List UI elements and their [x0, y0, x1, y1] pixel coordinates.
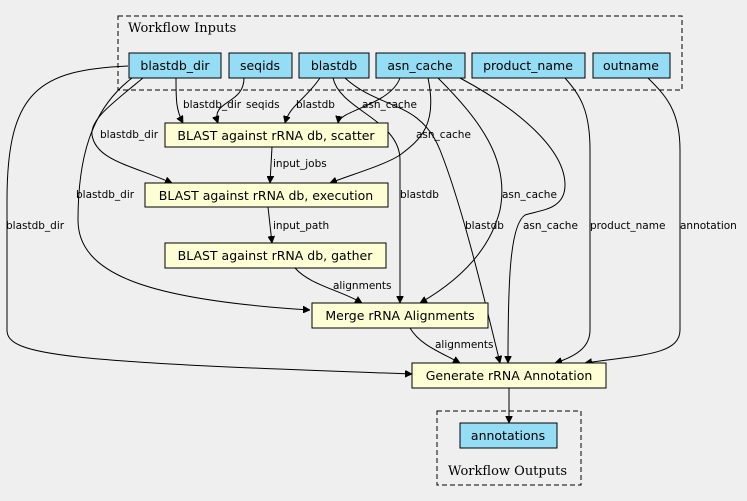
edge-label: asn_cache — [362, 99, 417, 111]
node-asn_cache[interactable]: asn_cache — [375, 52, 466, 79]
node-gather[interactable]: BLAST against rRNA db, gather — [164, 242, 387, 269]
node-label: product_name — [483, 58, 573, 73]
edge-label: product_name — [590, 220, 665, 232]
edge-label: asn_cache — [502, 189, 557, 201]
edge-label: input_path — [273, 220, 329, 232]
cluster-label-inputs: Workflow Inputs — [128, 21, 236, 36]
node-label: blastdb — [311, 58, 357, 73]
node-label: blastdb_dir — [140, 58, 210, 73]
edge-label: blastdb_dir — [100, 129, 159, 141]
edge-asn_cache-generate — [459, 77, 566, 363]
edge-merge-generate — [409, 327, 460, 364]
node-outname[interactable]: outname — [592, 52, 671, 79]
node-label: BLAST against rRNA db, gather — [178, 248, 374, 263]
edge-label: blastdb_dir — [183, 99, 242, 111]
cluster-label-outputs: Workflow Outputs — [448, 464, 567, 479]
workflow-inputs-cluster: Workflow Inputs — [117, 15, 683, 91]
node-label: outname — [603, 58, 659, 73]
node-blastdb_dir[interactable]: blastdb_dir — [128, 52, 222, 79]
edge-seqids-scatter — [217, 77, 245, 123]
edge-gather-merge — [294, 267, 362, 304]
edge-label: input_jobs — [273, 158, 327, 170]
edge-execution-gather — [267, 206, 272, 243]
edge-blastdb-generate — [344, 77, 500, 363]
edge-label: annotation — [680, 220, 737, 232]
node-label: BLAST against rRNA db, execution — [159, 188, 373, 203]
edge-label: blastdb — [296, 99, 335, 111]
edge-blastdb_dir-scatter — [175, 77, 184, 123]
edge-label: blastdb_dir — [6, 220, 65, 232]
node-blastdb[interactable]: blastdb — [298, 52, 370, 79]
node-merge[interactable]: Merge rRNA Alignments — [311, 302, 489, 329]
node-label: asn_cache — [387, 58, 453, 73]
edge-blastdb-scatter — [285, 77, 321, 123]
edge-outname-generate — [585, 77, 681, 363]
edge-label: alignments — [333, 280, 392, 292]
edge-label: asn_cache — [416, 129, 471, 141]
node-label: Merge rRNA Alignments — [325, 308, 474, 323]
node-label: BLAST against rRNA db, scatter — [177, 128, 375, 143]
node-scatter[interactable]: BLAST against rRNA db, scatter — [164, 122, 389, 148]
node-label: Generate rRNA Annotation — [426, 368, 593, 383]
edge-label: asn_cache — [523, 220, 578, 232]
edge-label: blastdb — [465, 220, 504, 232]
edge-scatter-execution — [270, 146, 272, 183]
edge-label: blastdb — [400, 189, 439, 201]
edge-asn_cache-scatter — [338, 77, 401, 123]
edges: blastdb_dir seqids blastdb asn_cache bla… — [6, 65, 737, 423]
edge-label: blastdb_dir — [76, 189, 135, 201]
edge-blastdb_dir-merge — [77, 77, 310, 310]
edge-label: seqids — [246, 99, 280, 111]
edge-blastdb_dir-generate — [6, 65, 412, 374]
node-generate[interactable]: Generate rRNA Annotation — [411, 362, 607, 389]
edge-blastdb-merge — [332, 77, 400, 303]
node-label: annotations — [471, 428, 545, 443]
edge-label: alignments — [435, 339, 494, 351]
edge-product_name-generate — [555, 77, 591, 363]
node-product_name[interactable]: product_name — [471, 52, 586, 79]
node-seqids[interactable]: seqids — [228, 52, 293, 79]
edge-asn_cache-merge — [420, 77, 503, 304]
node-label: seqids — [240, 58, 280, 73]
node-execution[interactable]: BLAST against rRNA db, execution — [144, 182, 389, 208]
edge-blastdb_dir-execution — [91, 77, 172, 183]
node-annotations[interactable]: annotations — [459, 422, 558, 449]
